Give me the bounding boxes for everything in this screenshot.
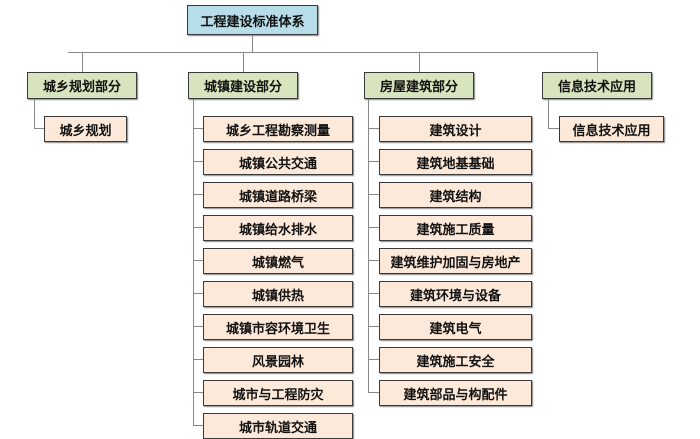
connector	[368, 227, 379, 228]
item-node: 城镇公共交通	[203, 149, 353, 175]
connector	[548, 128, 559, 129]
connector	[34, 98, 35, 128]
item-node: 建筑施工安全	[379, 347, 532, 373]
category-node: 房屋建筑部分	[364, 72, 474, 99]
connector	[548, 98, 549, 128]
item-node: 城镇供热	[203, 281, 353, 307]
item-node: 信息技术应用	[559, 116, 664, 142]
connector	[252, 34, 253, 52]
item-node: 建筑维护加固与房地产	[379, 248, 532, 274]
connector	[34, 128, 44, 129]
item-node: 城镇给水排水	[203, 215, 353, 241]
category-node: 城乡规划部分	[27, 72, 137, 99]
connector	[368, 128, 379, 129]
item-node: 城镇燃气	[203, 248, 353, 274]
connector	[193, 293, 203, 294]
connector	[368, 194, 379, 195]
item-node: 城镇市容环境卫生	[203, 314, 353, 340]
connector	[243, 52, 244, 72]
connector	[193, 161, 203, 162]
item-node: 建筑环境与设备	[379, 281, 532, 307]
item-node: 城镇道路桥梁	[203, 182, 353, 208]
item-node: 风景园林	[203, 347, 353, 373]
connector	[82, 52, 83, 72]
connector	[193, 260, 203, 261]
connector	[193, 194, 203, 195]
connector	[597, 52, 598, 72]
item-node: 城乡工程勘察测量	[203, 116, 353, 142]
item-node: 建筑设计	[379, 116, 532, 142]
connector	[368, 98, 369, 392]
item-node: 城市轨道交通	[203, 413, 353, 439]
item-node: 建筑施工质量	[379, 215, 532, 241]
connector	[368, 392, 379, 393]
item-node: 建筑电气	[379, 314, 532, 340]
item-node: 建筑地基基础	[379, 149, 532, 175]
item-node: 城乡规划	[44, 116, 127, 142]
category-node: 信息技术应用	[542, 72, 652, 99]
connector	[68, 52, 598, 53]
connector	[193, 128, 203, 129]
connector	[368, 326, 379, 327]
connector	[193, 98, 194, 425]
item-node: 城市与工程防灾	[203, 380, 353, 406]
connector	[193, 359, 203, 360]
connector	[368, 260, 379, 261]
root-node: 工程建设标准体系	[187, 5, 318, 35]
connector	[368, 359, 379, 360]
connector	[193, 326, 203, 327]
item-node: 建筑部品与构配件	[379, 380, 532, 406]
connector	[419, 52, 420, 72]
item-node: 建筑结构	[379, 182, 532, 208]
connector	[368, 161, 379, 162]
connector	[193, 392, 203, 393]
category-node: 城镇建设部分	[188, 72, 298, 99]
connector	[368, 293, 379, 294]
connector	[193, 425, 203, 426]
connector	[193, 227, 203, 228]
